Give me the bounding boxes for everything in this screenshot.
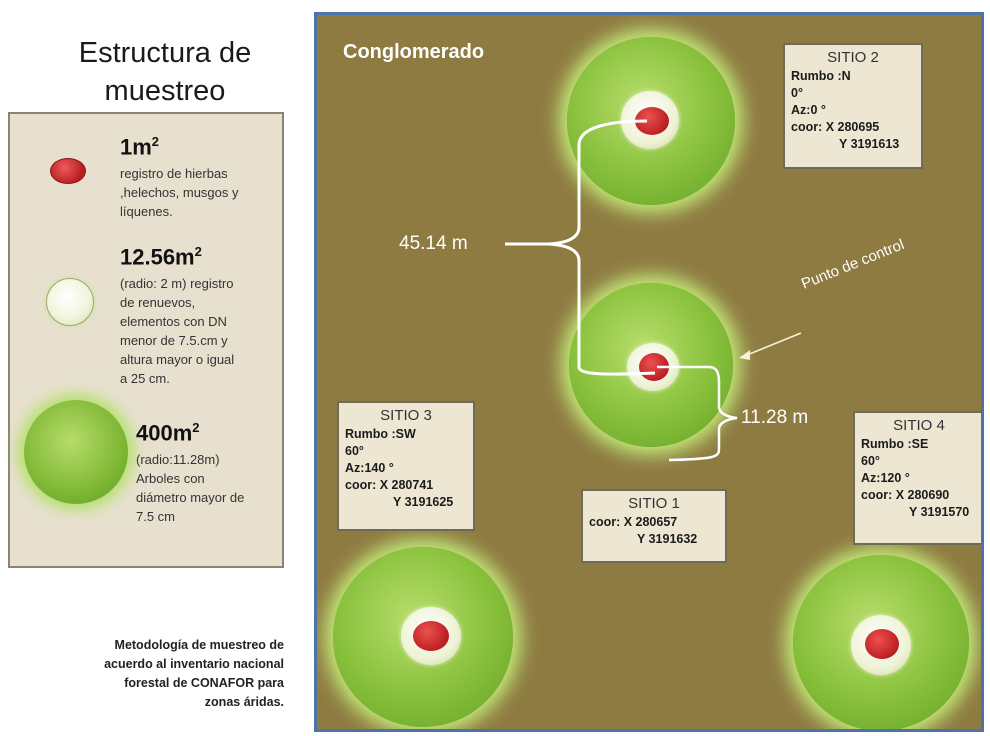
legend-item-text: (radio: 2 m) registro de renuevos, eleme… xyxy=(120,276,235,387)
site-title: SITIO 2 xyxy=(827,49,879,66)
legend-item-area: 12.56m2 xyxy=(120,244,202,270)
legend-title-line-2: muestreo xyxy=(104,75,226,107)
arrow-shaft xyxy=(746,332,802,356)
legend-item-area: 1m2 xyxy=(120,134,160,160)
site-box-sitio2: SITIO 2 Rumbo :N 0° Az:0 ° coor: X 28069… xyxy=(783,43,923,169)
legend-item-text: (radio:11.28m) Arboles con diámetro mayo… xyxy=(136,452,245,525)
legend-item-400m2: 400m2 (radio:11.28m) Arboles con diámetr… xyxy=(136,420,282,526)
field-title: Conglomerado xyxy=(343,41,485,63)
distance-45m-label: 45.14 m xyxy=(399,233,468,254)
conglomerado-field: Conglomerado 45.14 m 11.28 m Punto de co… xyxy=(314,12,984,732)
measurement-lines xyxy=(505,119,802,462)
legend-item-area: 400m2 xyxy=(136,420,200,446)
arrow-head xyxy=(739,350,750,360)
site-box-sitio1: SITIO 1 coor: X 280657 Y 3191632 xyxy=(581,489,727,563)
site-title: SITIO 3 xyxy=(380,407,432,424)
site-title: SITIO 1 xyxy=(628,495,680,512)
brace-45m xyxy=(548,119,656,376)
legend-title-line-1: Estructura de xyxy=(78,37,252,69)
subplot-symbol xyxy=(46,278,94,326)
legend-title: Estructura de muestreo xyxy=(40,34,290,110)
brace-11m xyxy=(657,365,738,462)
site-title: SITIO 4 xyxy=(893,417,945,434)
legend-item-12m2: 12.56m2 (radio: 2 m) registro de renuevo… xyxy=(120,244,280,388)
legend-panel: 1m2 registro de hierbas ,helechos, musgo… xyxy=(8,112,284,568)
methodology-caption: Metodología de muestreo de acuerdo al in… xyxy=(104,638,284,709)
site-box-sitio3: SITIO 3 Rumbo :SW 60° Az:140 ° coor: X 2… xyxy=(337,401,475,531)
microplot-sitio3 xyxy=(413,621,449,651)
microplot-sitio4 xyxy=(865,629,899,659)
site-box-sitio4: SITIO 4 Rumbo :SE 60° Az:120 ° coor: X 2… xyxy=(853,411,981,545)
microplot-symbol xyxy=(50,158,86,184)
legend-item-1m2: 1m2 registro de hierbas ,helechos, musgo… xyxy=(120,134,280,221)
distance-11m-label: 11.28 m xyxy=(741,407,809,428)
plot-symbol xyxy=(24,400,128,504)
legend-item-text: registro de hierbas ,helechos, musgos y … xyxy=(120,166,239,220)
